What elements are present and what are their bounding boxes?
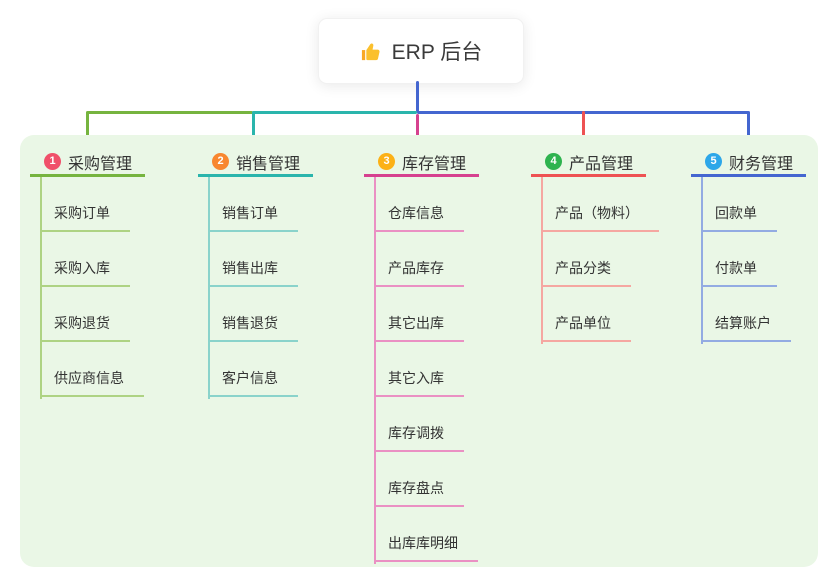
connector-spine bbox=[701, 177, 703, 344]
branch-title: 销售管理 bbox=[236, 155, 301, 173]
child-row: 采购退货 bbox=[40, 287, 180, 342]
connector-spine bbox=[374, 177, 376, 564]
child-node[interactable]: 其它入库 bbox=[374, 368, 464, 397]
root-title: ERP 后台 bbox=[391, 41, 483, 64]
child-row: 产品库存 bbox=[374, 232, 514, 287]
branch-children: 仓库信息 产品库存 其它出库 其它入库 库存调拨 库存盘点 出库库明细 bbox=[374, 177, 514, 564]
child-row: 其它入库 bbox=[374, 342, 514, 397]
root-node[interactable]: ERP 后台 bbox=[318, 18, 524, 84]
child-node[interactable]: 产品单位 bbox=[541, 313, 631, 342]
branch-title: 库存管理 bbox=[402, 155, 467, 173]
drop-line-branch-5 bbox=[747, 111, 750, 149]
connector-spine bbox=[208, 177, 210, 399]
branch-number-badge: 4 bbox=[545, 153, 562, 170]
child-row: 仓库信息 bbox=[374, 177, 514, 232]
branch-children: 采购订单 采购入库 采购退货 供应商信息 bbox=[40, 177, 180, 399]
branch-number-badge: 5 bbox=[705, 153, 722, 170]
drop-line-branch-3 bbox=[416, 114, 419, 149]
child-node[interactable]: 销售退货 bbox=[208, 313, 298, 342]
branch-title: 财务管理 bbox=[729, 155, 794, 173]
branch-node[interactable]: 1 采购管理 bbox=[30, 149, 145, 177]
child-row: 其它出库 bbox=[374, 287, 514, 342]
drop-line-branch-1 bbox=[86, 111, 89, 149]
child-row: 出库库明细 bbox=[374, 507, 514, 562]
branch-number-badge: 1 bbox=[44, 153, 61, 170]
branch-node[interactable]: 5 财务管理 bbox=[691, 149, 806, 177]
branch-node[interactable]: 2 销售管理 bbox=[198, 149, 313, 177]
child-row: 产品单位 bbox=[541, 287, 681, 342]
connector-spine bbox=[541, 177, 543, 344]
child-row: 产品分类 bbox=[541, 232, 681, 287]
child-row: 回款单 bbox=[701, 177, 839, 232]
branch-number-badge: 3 bbox=[378, 153, 395, 170]
branch-children: 销售订单 销售出库 销售退货 客户信息 bbox=[208, 177, 348, 399]
child-row: 库存调拨 bbox=[374, 397, 514, 452]
child-node[interactable]: 库存调拨 bbox=[374, 423, 464, 452]
child-node[interactable]: 其它出库 bbox=[374, 313, 464, 342]
child-row: 产品（物料） bbox=[541, 177, 681, 232]
branch-number-badge: 2 bbox=[212, 153, 229, 170]
child-node[interactable]: 产品（物料） bbox=[541, 203, 659, 232]
child-row: 库存盘点 bbox=[374, 452, 514, 507]
child-row: 供应商信息 bbox=[40, 342, 180, 397]
child-node[interactable]: 采购入库 bbox=[40, 258, 130, 287]
thumbs-up-icon bbox=[361, 42, 380, 60]
branch-children: 产品（物料） 产品分类 产品单位 bbox=[541, 177, 681, 344]
child-row: 客户信息 bbox=[208, 342, 348, 397]
branch-node[interactable]: 4 产品管理 bbox=[531, 149, 646, 177]
branch-product: 4 产品管理 产品（物料） 产品分类 产品单位 bbox=[531, 149, 681, 344]
child-node[interactable]: 出库库明细 bbox=[374, 533, 478, 562]
branch-title: 产品管理 bbox=[569, 155, 634, 173]
child-row: 结算账户 bbox=[701, 287, 839, 342]
child-row: 采购入库 bbox=[40, 232, 180, 287]
child-node[interactable]: 采购退货 bbox=[40, 313, 130, 342]
branches-panel bbox=[20, 135, 818, 567]
child-row: 采购订单 bbox=[40, 177, 180, 232]
branch-title: 采购管理 bbox=[68, 155, 133, 173]
child-node[interactable]: 客户信息 bbox=[208, 368, 298, 397]
branch-inventory: 3 库存管理 仓库信息 产品库存 其它出库 其它入库 库存调拨 库存盘点 出库库… bbox=[364, 149, 514, 564]
child-node[interactable]: 仓库信息 bbox=[374, 203, 464, 232]
branch-node[interactable]: 3 库存管理 bbox=[364, 149, 479, 177]
drop-line-branch-4 bbox=[582, 111, 585, 149]
child-row: 销售退货 bbox=[208, 287, 348, 342]
branch-purchase: 1 采购管理 采购订单 采购入库 采购退货 供应商信息 bbox=[30, 149, 180, 399]
branch-finance: 5 财务管理 回款单 付款单 结算账户 bbox=[691, 149, 839, 344]
child-row: 销售出库 bbox=[208, 232, 348, 287]
child-row: 销售订单 bbox=[208, 177, 348, 232]
connector-spine bbox=[40, 177, 42, 399]
child-node[interactable]: 销售出库 bbox=[208, 258, 298, 287]
root-stem-line bbox=[416, 81, 419, 112]
child-node[interactable]: 库存盘点 bbox=[374, 478, 464, 507]
child-node[interactable]: 付款单 bbox=[701, 258, 777, 287]
drop-line-branch-2 bbox=[252, 111, 255, 149]
child-node[interactable]: 产品库存 bbox=[374, 258, 464, 287]
branch-sales: 2 销售管理 销售订单 销售出库 销售退货 客户信息 bbox=[198, 149, 348, 399]
child-node[interactable]: 产品分类 bbox=[541, 258, 631, 287]
branch-children: 回款单 付款单 结算账户 bbox=[701, 177, 839, 344]
child-node[interactable]: 采购订单 bbox=[40, 203, 130, 232]
child-node[interactable]: 回款单 bbox=[701, 203, 777, 232]
child-node[interactable]: 供应商信息 bbox=[40, 368, 144, 397]
child-row: 付款单 bbox=[701, 232, 839, 287]
connector-bar-segment-1 bbox=[87, 111, 253, 114]
child-node[interactable]: 结算账户 bbox=[701, 313, 791, 342]
child-node[interactable]: 销售订单 bbox=[208, 203, 298, 232]
connector-bar-segment-2 bbox=[253, 111, 417, 114]
